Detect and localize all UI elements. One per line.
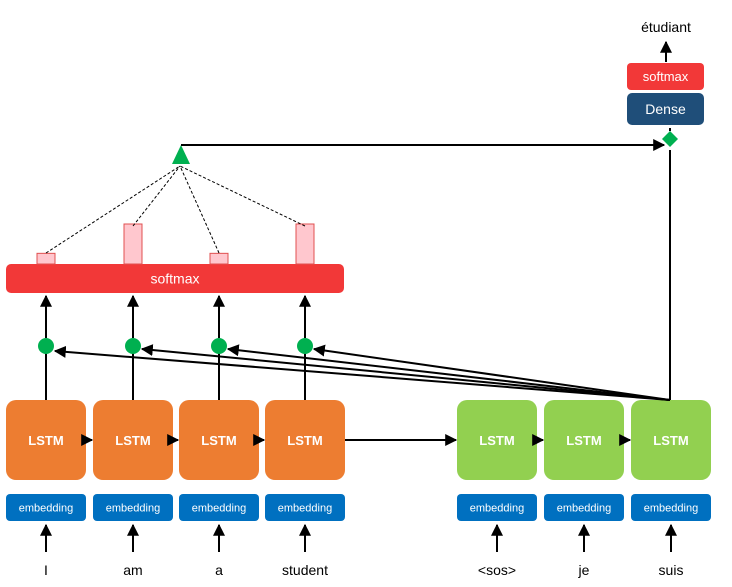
encoder-state-lines bbox=[45, 346, 306, 400]
score-node-1 bbox=[38, 338, 54, 354]
decoder-lstm-2: LSTM bbox=[544, 400, 624, 480]
context-path bbox=[181, 139, 671, 400]
svg-text:embedding: embedding bbox=[557, 503, 611, 515]
decoder-state-lines bbox=[53, 344, 671, 401]
attention-weight-bar-1 bbox=[36, 252, 56, 265]
svg-text:softmax: softmax bbox=[150, 271, 199, 287]
score-arrows bbox=[40, 294, 311, 338]
svg-text:embedding: embedding bbox=[106, 503, 160, 515]
score-node-2 bbox=[125, 338, 141, 354]
decoder-word-1: <sos> bbox=[478, 562, 516, 578]
concat-diamond bbox=[662, 131, 678, 147]
svg-text:LSTM: LSTM bbox=[479, 433, 514, 448]
svg-text:softmax: softmax bbox=[643, 69, 689, 84]
attention-weight-bar-4 bbox=[295, 223, 315, 265]
decoder-word-3: suis bbox=[659, 562, 684, 578]
svg-text:embedding: embedding bbox=[278, 503, 332, 515]
svg-text:LSTM: LSTM bbox=[566, 433, 601, 448]
attention-dashed-lines bbox=[45, 165, 306, 254]
score-node-3 bbox=[211, 338, 227, 354]
svg-text:LSTM: LSTM bbox=[653, 433, 688, 448]
encoder-word-4: student bbox=[282, 562, 328, 578]
input-arrows bbox=[40, 523, 677, 552]
decoder-lstm-3: LSTM bbox=[631, 400, 711, 480]
encoder-lstm-4: LSTM bbox=[265, 400, 345, 480]
svg-text:LSTM: LSTM bbox=[287, 433, 322, 448]
svg-text:embedding: embedding bbox=[19, 503, 73, 515]
context-vector-triangle bbox=[172, 145, 190, 164]
score-node-4 bbox=[297, 338, 313, 354]
decoder-embedding-1: embedding bbox=[457, 494, 537, 521]
svg-text:LSTM: LSTM bbox=[28, 433, 63, 448]
decoder-embedding-2: embedding bbox=[544, 494, 624, 521]
decoder-embedding-3: embedding bbox=[631, 494, 711, 521]
encoder-embedding-3: embedding bbox=[179, 494, 259, 521]
svg-text:embedding: embedding bbox=[470, 503, 524, 515]
svg-text:LSTM: LSTM bbox=[115, 433, 150, 448]
decoder-word-2: je bbox=[578, 562, 590, 578]
encoder-lstm-1: LSTM bbox=[6, 400, 86, 480]
attention-softmax: softmax bbox=[6, 264, 344, 293]
svg-text:embedding: embedding bbox=[192, 503, 246, 515]
encoder-lstm-3: LSTM bbox=[179, 400, 259, 480]
svg-text:LSTM: LSTM bbox=[201, 433, 236, 448]
attention-weight-bars bbox=[36, 223, 315, 265]
encoder-lstm-2: LSTM bbox=[93, 400, 173, 480]
attention-weight-bar-3 bbox=[209, 252, 229, 265]
encoder-embedding-1: embedding bbox=[6, 494, 86, 521]
encoder-word-3: a bbox=[215, 562, 223, 578]
encoder-embedding-4: embedding bbox=[265, 494, 345, 521]
svg-text:Dense: Dense bbox=[645, 101, 686, 117]
encoder-embedding-2: embedding bbox=[93, 494, 173, 521]
encoder-word-2: am bbox=[123, 562, 142, 578]
output-word: étudiant bbox=[641, 19, 691, 35]
encoder-word-1: I bbox=[44, 562, 48, 578]
svg-text:embedding: embedding bbox=[644, 503, 698, 515]
output-softmax-box: softmax bbox=[627, 63, 704, 90]
decoder-lstm-1: LSTM bbox=[457, 400, 537, 480]
dense-box: Dense bbox=[627, 93, 704, 125]
attention-weight-bar-2 bbox=[123, 223, 143, 265]
